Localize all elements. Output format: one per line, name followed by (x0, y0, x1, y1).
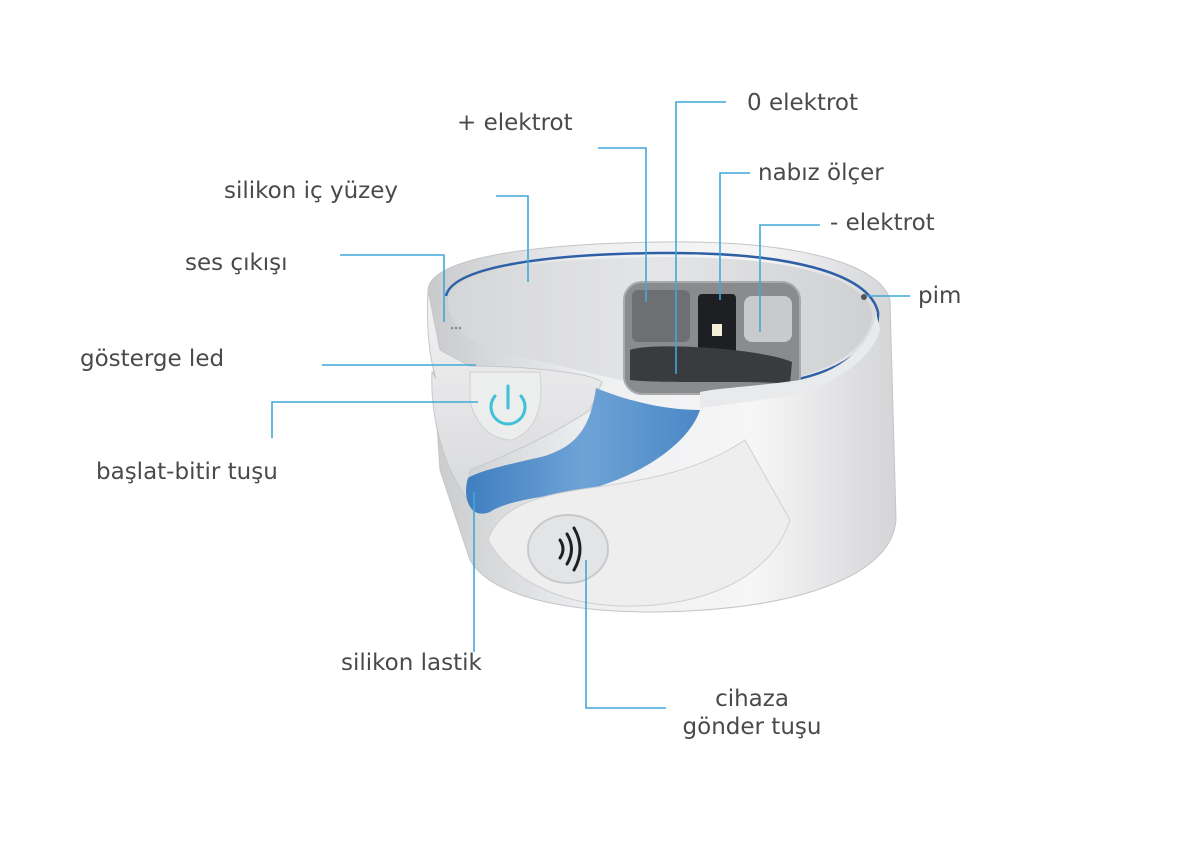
leader-start-stop (271, 401, 478, 438)
pulse-sensor-led (712, 324, 722, 336)
minus-electrode-pad (744, 296, 792, 342)
power-icon (489, 384, 527, 426)
label-plus-electrode: + elektrot (457, 110, 573, 136)
label-pulse-sensor: nabız ölçer (758, 160, 884, 186)
leader-lines (271, 101, 910, 709)
label-pin: pim (918, 283, 962, 309)
label-start-stop: başlat-bitir tuşu (96, 459, 278, 485)
label-send-line1: cihaza (715, 686, 789, 712)
plus-electrode-pad (632, 290, 690, 342)
silicone-band (466, 388, 700, 514)
label-send-line2: gönder tuşu (682, 713, 822, 740)
leader-sound-output (340, 254, 445, 322)
inner-wall-edge (700, 312, 880, 408)
power-button-recess (469, 371, 542, 441)
send-button[interactable] (527, 514, 609, 584)
label-send-button: cihaza gönder tuşu (672, 686, 832, 741)
label-silicone-band: silikon lastik (341, 650, 482, 676)
leader-silicone-inner (496, 195, 529, 282)
label-sound-output: ses çıkışı (185, 250, 288, 276)
sound-output-holes (450, 326, 462, 330)
label-indicator-led: gösterge led (80, 346, 225, 372)
zero-electrode-pad (630, 346, 792, 384)
label-minus-electrode: - elektrot (830, 210, 935, 236)
leader-plus-electrode (598, 147, 647, 302)
send-icon (558, 526, 582, 572)
leader-zero-electrode (675, 101, 726, 374)
leader-minus-electrode (759, 224, 820, 332)
leader-pulse-sensor (719, 172, 750, 300)
leader-send-button (585, 560, 666, 709)
label-zero-electrode: 0 elektrot (747, 90, 859, 116)
pin-dot (861, 294, 867, 300)
label-silicone-inner: silikon iç yüzey (224, 178, 398, 204)
